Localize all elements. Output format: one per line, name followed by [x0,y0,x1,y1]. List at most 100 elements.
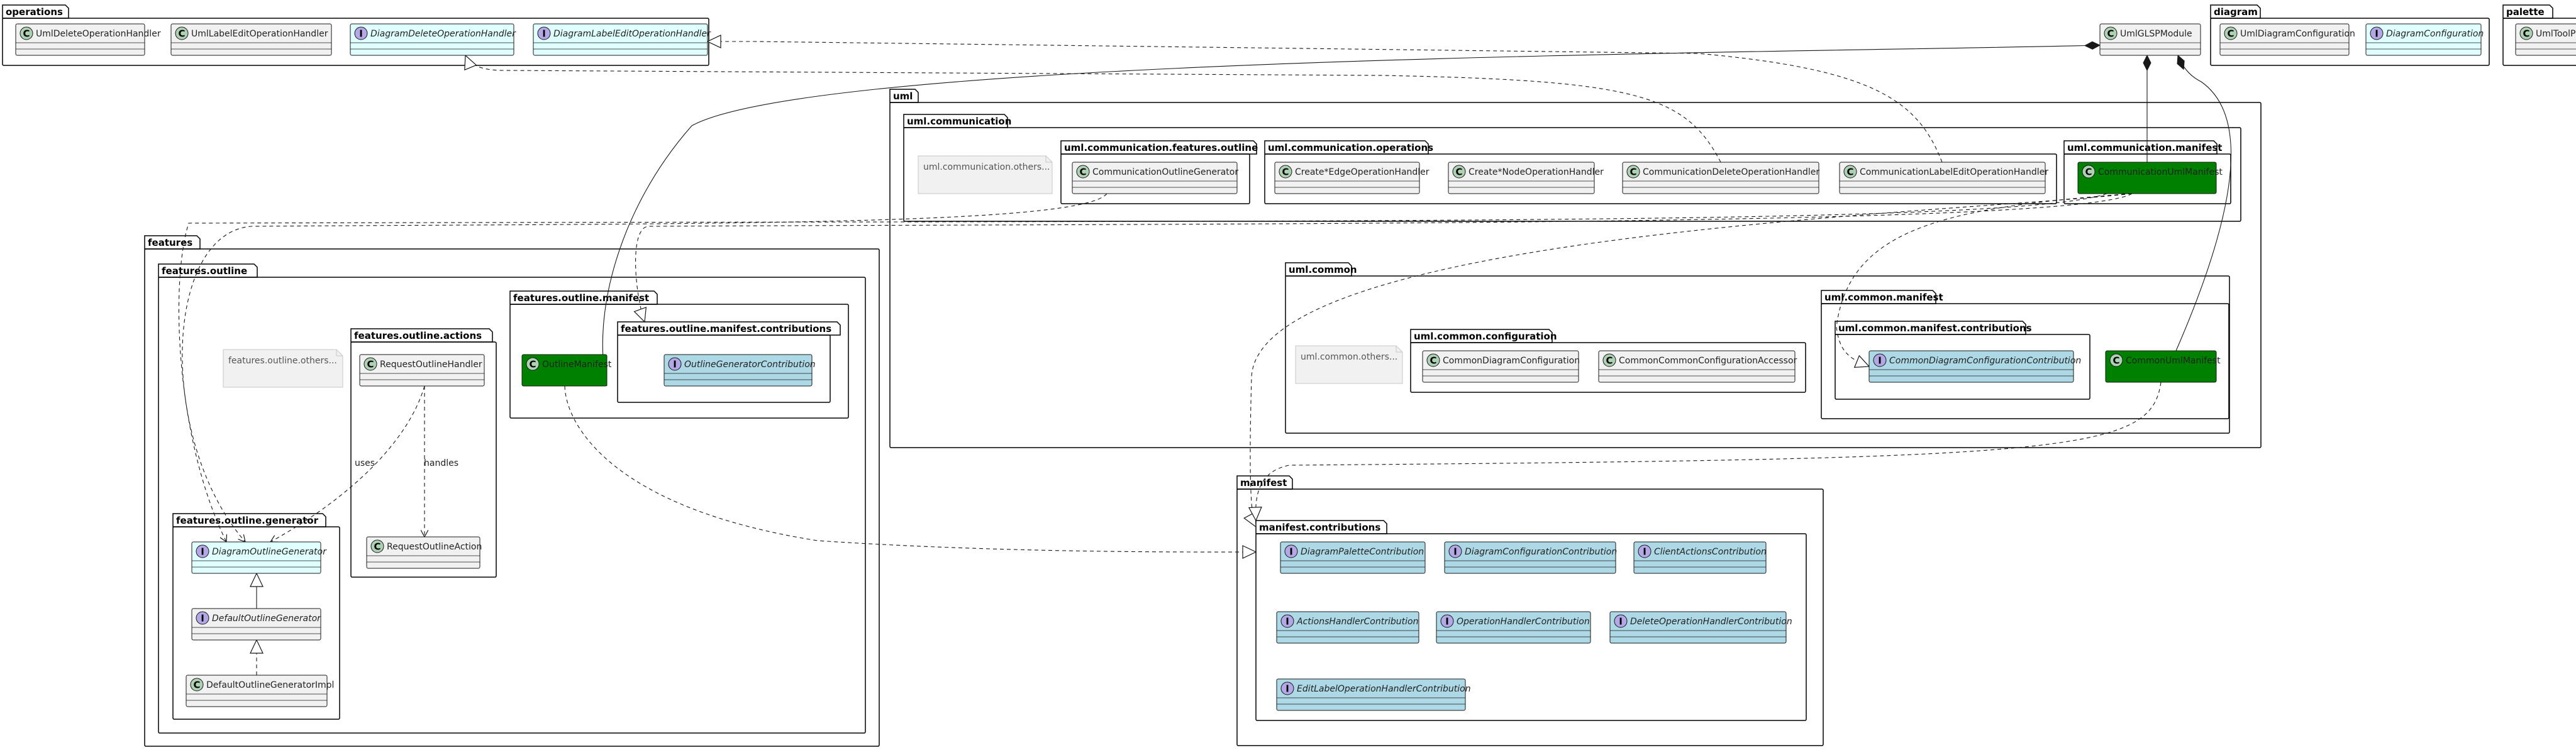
realization-edge-comm-to-outline-contribution [633,193,2133,323]
interface-stereotype-icon: I [1440,614,1454,628]
interface-stereotype-icon: I [196,611,209,625]
package-uml-comm-operations: uml.communication.operations [1264,140,2057,204]
realization-edge-common-to-manifest-contributions [1248,382,2162,522]
class-stereotype-icon: C [370,539,384,553]
classifier-name: CommonCommonConfigurationAccessor [1619,356,1797,366]
classifier-name: OutlineManifest [542,360,612,370]
interface-stereotype-icon: I [1280,681,1294,695]
composition-edge-common-manifest [2175,55,2231,351]
class-stereotype-icon: C [2519,26,2533,40]
classifier-name: ActionsHandlerContribution [1296,617,1418,627]
svg-text:I: I [1643,546,1646,558]
class-umldiagramconfiguration[interactable]: C UmlDiagramConfiguration [2219,23,2355,56]
package-name-uml-common-configuration: uml.common.configuration [1414,331,1557,342]
composition-edge-outline-manifest [602,45,2100,387]
svg-text:C: C [1282,167,1289,178]
class-stereotype-icon: C [1076,165,1090,179]
svg-text:C: C [2227,28,2234,40]
class-umllabeleditoperationhandler[interactable]: C UmlLabelEditOperationHandler [170,23,332,56]
class-communicationoutlinegenerator[interactable]: C CommunicationOutlineGenerator [1072,162,1238,194]
package-features-outline-generator: features.outline.generator [172,513,340,720]
package-name-manifest: manifest [1240,477,1287,488]
svg-text:C: C [1430,355,1436,367]
classifier-name: DiagramOutlineGenerator [212,547,327,557]
package-features-outline: features.outline [158,263,866,734]
svg-text:C: C [178,28,185,40]
svg-text:C: C [1079,167,1086,178]
class-requestoutlinehandler[interactable]: C RequestOutlineHandler [359,354,485,387]
classifier-name: CommonDiagramConfiguration [1443,356,1580,366]
svg-text:I: I [1619,616,1623,627]
svg-text:C: C [367,359,374,370]
package-name-palette: palette [2506,6,2545,18]
svg-text:I: I [1878,355,1882,367]
interface-operationhandlercontribution[interactable]: I OperationHandlerContribution [1436,611,1591,644]
classifier-name: DiagramPaletteContribution [1301,547,1424,557]
package-uml-comm-features-outline: uml.communication.features.outline [1060,140,1258,204]
classifier-name: DefaultOutlineGeneratorImpl [206,680,334,690]
interface-stereotype-icon: I [668,357,682,371]
package-name-uml-comm-manifest: uml.communication.manifest [2067,142,2222,153]
package-manifest: manifest [1236,475,1824,746]
edge-label-uses: uses [355,458,375,468]
interface-diagramoutlinegenerator[interactable]: I DiagramOutlineGenerator [191,541,327,574]
interface-stereotype-icon: I [1873,353,1887,367]
realization-edge-delete-handler [464,54,1721,163]
realization-edge-comm-to-common-contribution [1836,193,2133,368]
classifier-name: ClientActionsContribution [1654,547,1767,557]
package-name-features-outline: features.outline [162,265,247,277]
svg-text:C: C [529,359,536,370]
class-stereotype-icon: C [2082,165,2096,179]
package-name-features-outline-generator: features.outline.generator [176,515,319,526]
interface-clientactionscontribution[interactable]: I ClientActionsContribution [1633,541,1767,574]
package-uml-common: uml.common [1285,262,2230,434]
package-palette: palette [2502,4,2576,66]
class-stereotype-icon: C [2109,353,2123,367]
svg-text:I: I [201,613,204,624]
interface-stereotype-icon: I [354,26,368,40]
interface-stereotype-icon: I [1280,614,1294,628]
classifier-name: RequestOutlineHandler [380,360,482,370]
svg-text:I: I [1453,546,1457,558]
interface-defaultoutlinegenerator[interactable]: I DefaultOutlineGenerator [191,608,321,641]
svg-text:I: I [201,546,204,558]
package-name-features-outline-manifest-contributions: features.outline.manifest.contributions [621,323,831,334]
classifier-name: OperationHandlerContribution [1457,617,1590,627]
class-commondiagramconfiguration[interactable]: C CommonDiagramConfiguration [1422,350,1580,383]
svg-text:I: I [359,28,363,40]
class-stereotype-icon: C [1602,353,1616,367]
class-outlinemanifest[interactable]: C OutlineManifest [521,354,612,387]
package-manifest-contributions: manifest.contributions [1255,520,1807,721]
classifier-name: DefaultOutlineGenerator [212,614,321,624]
classifier-name: UmlDiagramConfiguration [2240,29,2355,39]
classifier-name: UmlGLSPModule [2120,29,2192,39]
dependency-edge-comm-to-generator [178,193,2107,542]
classifier-name: UmlLabelEditOperationHandler [191,29,328,39]
svg-text:I: I [1445,616,1449,627]
classifier-name: CommunicationOutlineGenerator [1092,167,1238,177]
package-name-operations: operations [6,6,63,18]
